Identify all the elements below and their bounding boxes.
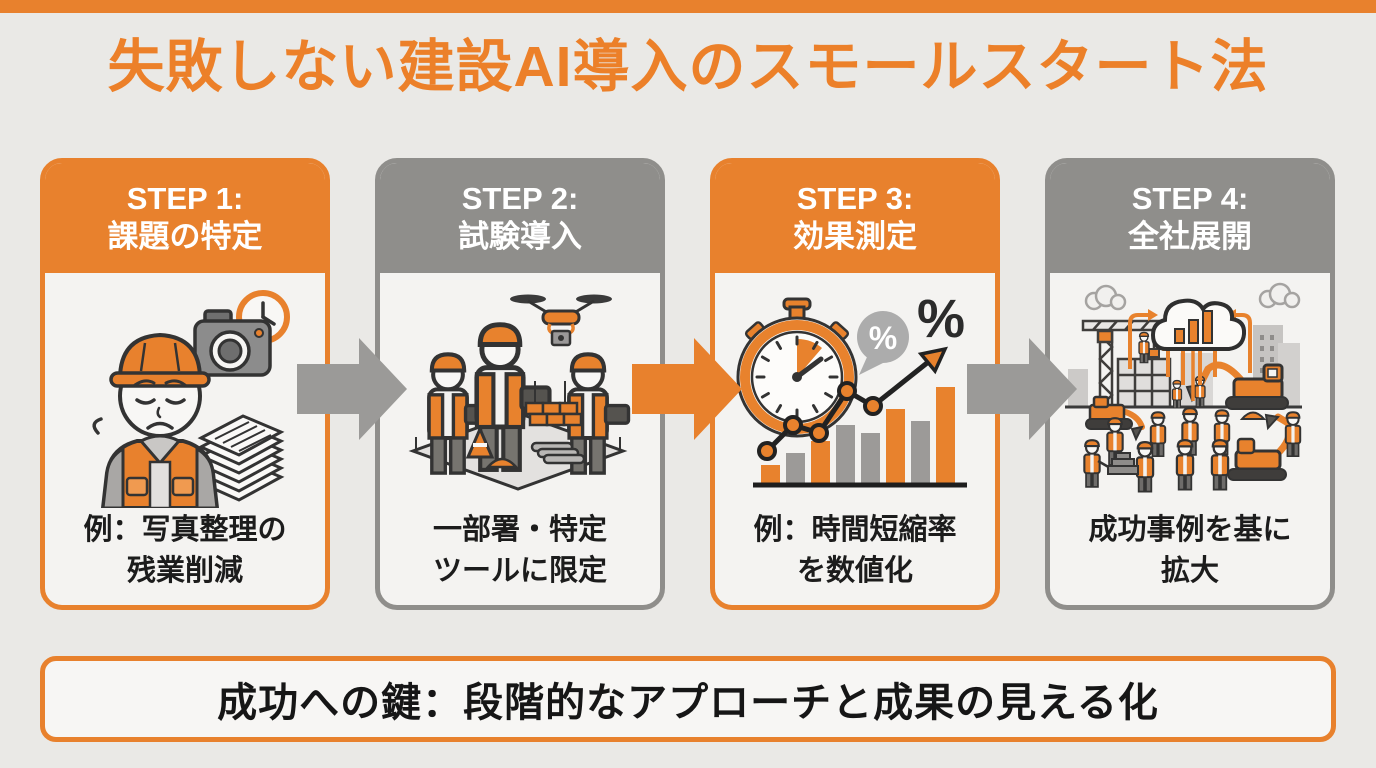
step-1-label: STEP 1: [126, 180, 244, 216]
site-worker [1284, 410, 1302, 458]
step-card-3: STEP 3: 効果測定 [710, 158, 1000, 610]
arrow-right-icon [967, 338, 1077, 440]
step-card-1: STEP 1: 課題の特定 [40, 158, 330, 610]
site-worker [1135, 440, 1155, 494]
arrow-right-icon [632, 338, 742, 440]
step-4-caption-line1: 成功事例を基に [1088, 514, 1292, 546]
step-4-label: STEP 4: [1131, 180, 1249, 216]
step-2-caption-line1: 一部署・特定 [432, 514, 607, 546]
step-3-header: STEP 3: 効果測定 [715, 163, 995, 273]
traffic-cone-icon [465, 425, 495, 459]
brick-stack-icon [524, 381, 583, 427]
stopwatch-icon [736, 297, 858, 438]
pipes-icon [530, 441, 586, 465]
page-title: 失敗しない建設AI導入のスモールスタート法 [107, 35, 1269, 99]
scaffold-worker [1137, 331, 1151, 364]
step-1-caption-line1: 例：写真整理の [83, 514, 287, 546]
excavator-left-icon [1085, 395, 1145, 442]
step-3-caption-line2: を数値化 [796, 554, 913, 587]
data-flow-arrows [1128, 313, 1252, 401]
step-1-caption: 例：写真整理の 残業削減 [45, 510, 325, 591]
top-accent-strip [0, 0, 1376, 13]
camera-icon [193, 309, 272, 377]
step-3-caption: 例：時間短縮率 を数値化 [715, 510, 995, 591]
step-card-4: STEP 4: 全社展開 [1045, 158, 1335, 610]
excavator-right-icon [1185, 361, 1289, 410]
cloud-analytics-icon [1150, 298, 1247, 351]
crane-icon [1081, 319, 1165, 408]
step-2-illustration [380, 273, 660, 508]
percent-bubble-icon: % [857, 311, 909, 375]
step-3-caption-line1: 例：時間短縮率 [753, 514, 957, 546]
key-message-text: 成功への鍵：段階的なアプローチと成果の見える化 [217, 681, 1159, 725]
site-worker [1171, 379, 1183, 409]
step-1-illustration [45, 273, 325, 508]
compactor-worker-icon [1082, 438, 1139, 489]
drone-survey-team-illustration [408, 294, 660, 491]
sigh-mark [92, 417, 103, 435]
site-worker [1149, 410, 1167, 458]
step-3-title: 効果測定 [793, 219, 917, 254]
dirt-mound-icon [485, 457, 519, 469]
step-4-caption-line2: 拡大 [1160, 554, 1219, 587]
step-1-header: STEP 1: 課題の特定 [45, 163, 325, 273]
bar-chart-icon [753, 387, 967, 488]
trend-line-icon [757, 346, 949, 461]
dirt-mound-icon [1239, 411, 1267, 420]
bubble-percent-text: % [869, 320, 897, 356]
step-4-illustration [1050, 273, 1330, 508]
step-3-illustration: % % [715, 273, 995, 508]
site-worker [1210, 438, 1230, 492]
big-percent-text: % [917, 289, 965, 349]
paper-stack-icon [197, 414, 285, 502]
stopwatch-growth-chart-illustration: % % [736, 289, 967, 488]
step-4-header: STEP 4: 全社展開 [1050, 163, 1330, 273]
step-4-caption: 成功事例を基に 拡大 [1050, 510, 1330, 591]
step-4-title: 全社展開 [1128, 219, 1252, 254]
company-wide-rollout-illustration [1065, 282, 1302, 494]
step-2-label: STEP 2: [461, 180, 579, 216]
drone-icon [510, 294, 612, 347]
key-message-bar: 成功への鍵：段階的なアプローチと成果の見える化 [40, 656, 1336, 742]
excavator-bottom-icon [1227, 413, 1293, 481]
tired-worker-icon [100, 332, 220, 508]
tired-worker-camera-papers-illustration [92, 290, 290, 508]
site-worker [1175, 438, 1195, 492]
small-cloud-left-icon [1084, 284, 1127, 311]
arrow-right-icon [297, 338, 407, 440]
step-card-2: STEP 2: 試験導入 [375, 158, 665, 610]
step-2-title: 試験導入 [458, 219, 582, 254]
step-2-caption-line2: ツールに限定 [432, 554, 607, 587]
step-2-caption: 一部署・特定 ツールに限定 [380, 510, 660, 591]
step-1-caption-line2: 残業削減 [126, 554, 243, 587]
step-3-label: STEP 3: [796, 180, 914, 216]
small-cloud-right-icon [1258, 282, 1301, 309]
step-2-header: STEP 2: 試験導入 [380, 163, 660, 273]
step-1-title: 課題の特定 [107, 219, 263, 254]
scaffolding-icon [1116, 357, 1172, 409]
